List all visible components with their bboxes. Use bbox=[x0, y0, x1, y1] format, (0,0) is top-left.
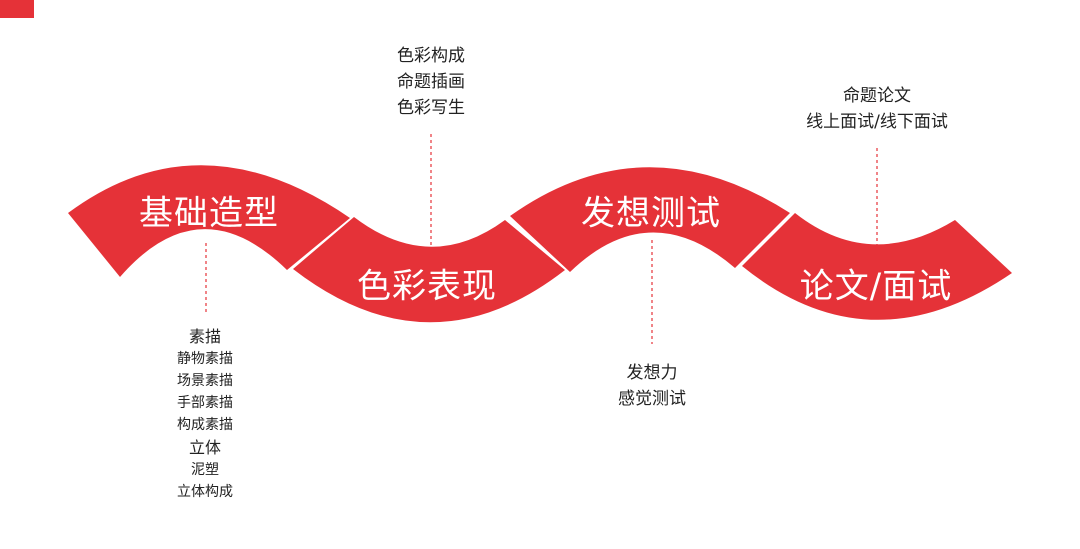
corner-accent-mark bbox=[0, 0, 34, 18]
note-item: 立体 bbox=[188, 438, 221, 457]
note-item: 泥塑 bbox=[191, 462, 219, 478]
stage-label-color: 色彩表现 bbox=[357, 266, 497, 307]
stage-segment-ideation bbox=[510, 167, 790, 272]
note-item: 色彩构成 bbox=[397, 46, 465, 66]
note-thesis: 命题论文 线上面试/线下面试 bbox=[806, 83, 948, 135]
stage-segment-color bbox=[293, 217, 565, 323]
stage-segment-basic bbox=[68, 165, 350, 277]
note-item: 素描 bbox=[188, 327, 221, 346]
note-item: 命题论文 bbox=[842, 86, 911, 106]
note-basic: 素描 静物素描 场景素描 手部素描 构成素描 立体 泥塑 立体构成 bbox=[177, 325, 233, 503]
note-item: 手部素描 bbox=[177, 395, 233, 411]
stage-label-ideation: 发想测试 bbox=[581, 193, 721, 234]
note-item: 发想力 bbox=[626, 363, 678, 383]
stage-label-thesis: 论文/面试 bbox=[799, 266, 953, 307]
note-ideation: 发想力 感觉测试 bbox=[618, 360, 686, 412]
note-item: 立体构成 bbox=[177, 484, 233, 500]
note-item: 场景素描 bbox=[177, 373, 233, 389]
note-item: 静物素描 bbox=[177, 351, 233, 367]
note-item: 线上面试/线下面试 bbox=[806, 112, 948, 132]
note-color: 色彩构成 命题插画 色彩写生 bbox=[397, 43, 465, 121]
note-item: 构成素描 bbox=[177, 417, 233, 433]
note-item: 命题插画 bbox=[397, 72, 465, 92]
note-item: 感觉测试 bbox=[618, 389, 686, 409]
stage-segment-thesis bbox=[742, 213, 1012, 320]
note-item: 色彩写生 bbox=[397, 98, 465, 118]
stage-label-basic: 基础造型 bbox=[139, 193, 279, 234]
